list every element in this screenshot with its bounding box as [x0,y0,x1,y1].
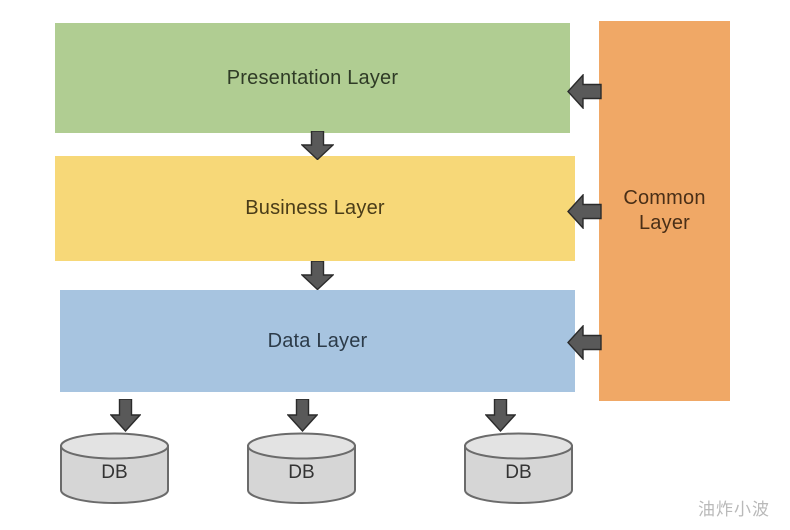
database-cylinder-2[interactable]: DB [245,432,358,504]
data-layer-box[interactable]: Data Layer [60,290,575,392]
database-cylinder-3[interactable]: DB [462,432,575,504]
presentation-layer-box[interactable]: Presentation Layer [55,23,570,133]
business-layer-label: Business Layer [245,197,385,219]
database-cylinder-1[interactable]: DB [58,432,171,504]
arrow-down-data-to-db-3-icon [485,399,516,432]
arrow-left-common-to-presentation-icon [567,74,602,109]
arrow-left-common-to-business-icon [567,194,602,229]
data-layer-label: Data Layer [267,329,368,352]
arrow-down-data-to-db-2-icon [287,399,318,432]
presentation-layer-label: Presentation Layer [226,66,399,89]
common-layer-label: Common Layer [623,187,706,234]
business-layer-box[interactable]: Business Layer [55,156,575,261]
common-layer-box[interactable]: Common Layer [599,21,730,401]
arrow-down-presentation-to-business-icon [301,131,334,160]
arrow-down-business-to-data-icon [301,261,334,290]
arrow-left-common-to-data-icon [567,325,602,360]
arrow-down-data-to-db-1-icon [110,399,141,432]
watermark-text: 油炸小波 [698,500,770,520]
